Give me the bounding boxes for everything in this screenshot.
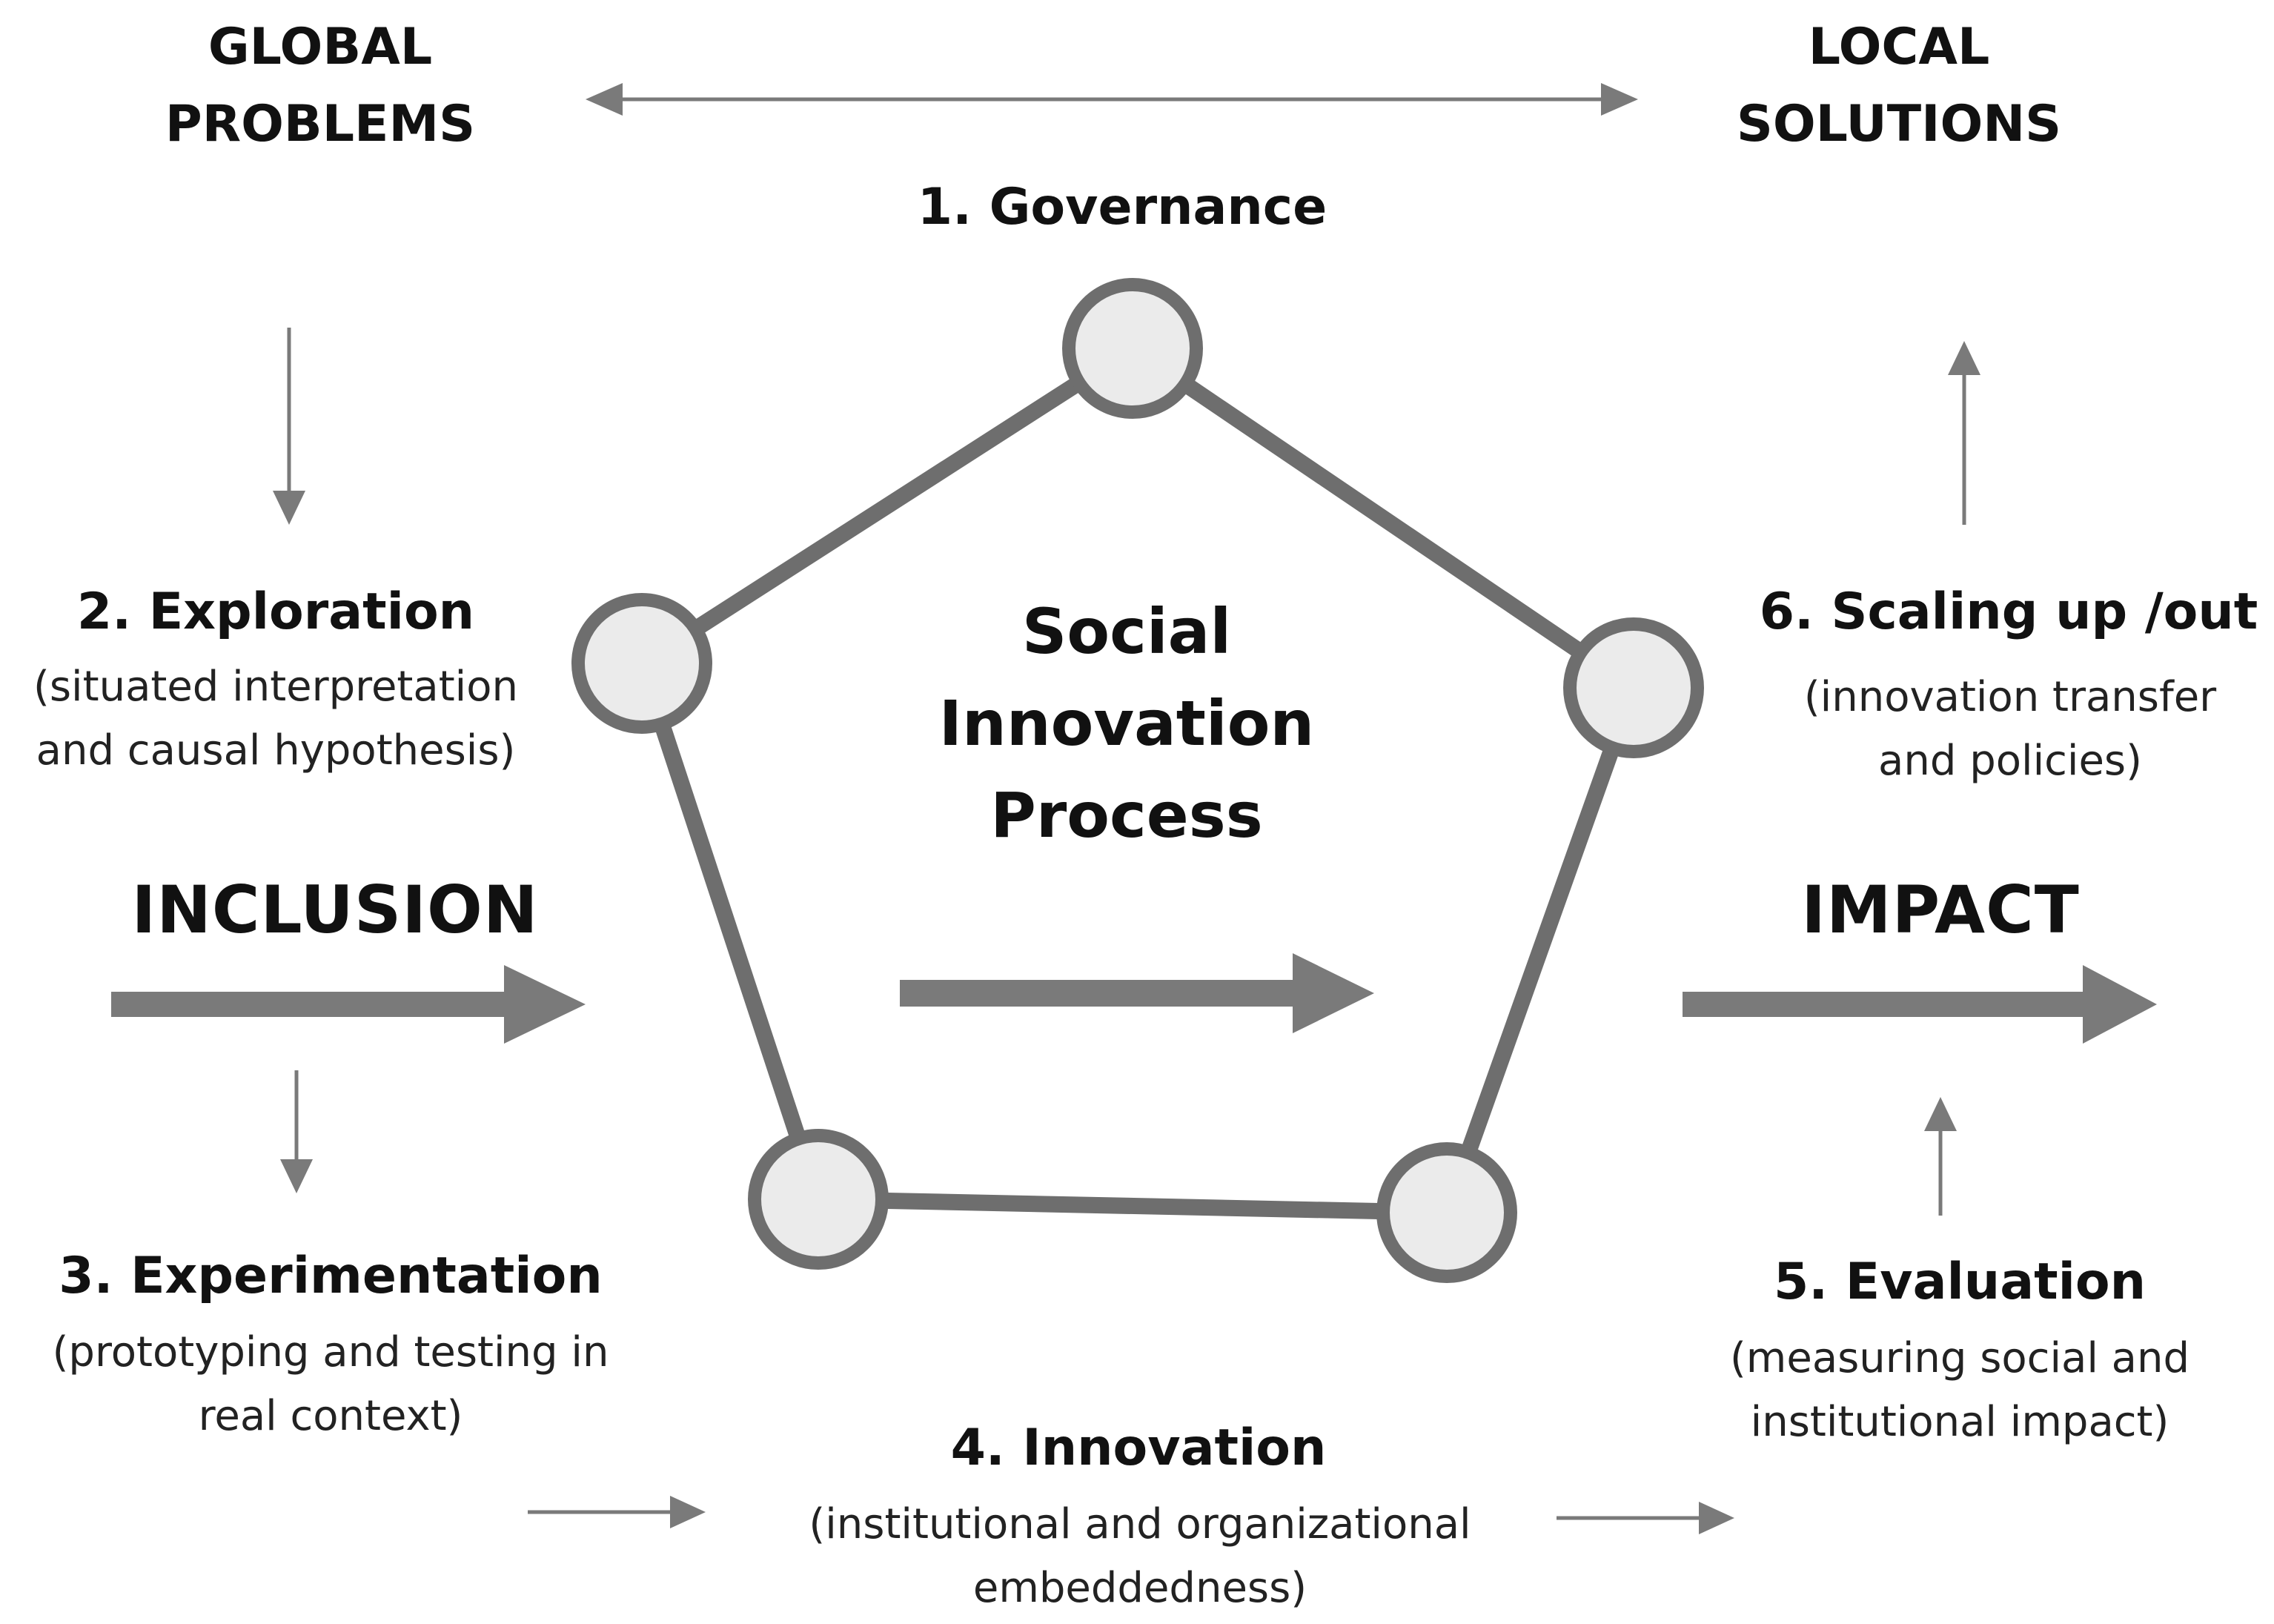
arrow-to-evaluation xyxy=(1557,1502,1734,1534)
step-exploration-title: 2. Exploration xyxy=(76,583,475,641)
step-experimentation-title: 3. Experimentation xyxy=(59,1247,603,1305)
impact-flow-arrow xyxy=(1683,965,2157,1044)
local-solutions-label: LOCAL SOLUTIONS xyxy=(1736,18,2062,153)
node-exploration xyxy=(571,593,712,734)
step-innovation-desc: (institutional and organizational embedd… xyxy=(809,1500,1471,1612)
node-scaling xyxy=(1563,617,1704,758)
edge-governance-exploration xyxy=(634,340,1141,672)
global-local-arrow xyxy=(586,83,1638,116)
step-evaluation-desc: (measuring social and institutional impa… xyxy=(1729,1334,2190,1446)
down-arrow-to-experimentation xyxy=(280,1070,313,1193)
step-evaluation-title: 5. Evaluation xyxy=(1773,1253,2147,1311)
step-innovation-title: 4. Innovation xyxy=(950,1419,1327,1477)
node-evaluation xyxy=(1376,1142,1517,1283)
node-experimentation xyxy=(748,1129,889,1270)
global-problems-label: GLOBAL PROBLEMS xyxy=(165,18,476,153)
edge-exploration-experimentation xyxy=(634,655,826,1207)
process-pentagon xyxy=(634,340,1642,1221)
up-arrow-to-impact xyxy=(1924,1097,1957,1216)
step-experimentation-desc: (prototyping and testing in real context… xyxy=(52,1328,609,1440)
inclusion-flow-arrow xyxy=(111,965,586,1044)
impact-label: IMPACT xyxy=(1801,872,2080,948)
step-governance-title: 1. Governance xyxy=(917,178,1327,236)
edge-scaling-evaluation xyxy=(1439,680,1642,1221)
up-arrow-to-local xyxy=(1948,341,1980,525)
edge-experimentation-evaluation xyxy=(810,1191,1455,1221)
edge-governance-scaling xyxy=(1124,340,1642,696)
step-exploration-desc: (situated interpretation and causal hypo… xyxy=(33,663,518,775)
inclusion-label: INCLUSION xyxy=(131,872,539,948)
center-title: Social Innovation Process xyxy=(938,595,1315,852)
down-arrow-to-exploration xyxy=(273,328,305,525)
step-scaling-desc: (innovation transfer and policies) xyxy=(1803,673,2217,785)
step-scaling-title: 6. Scaling up /out xyxy=(1759,583,2258,641)
center-flow-arrow xyxy=(900,953,1374,1033)
arrow-to-innovation xyxy=(528,1496,706,1528)
node-governance xyxy=(1062,278,1203,419)
